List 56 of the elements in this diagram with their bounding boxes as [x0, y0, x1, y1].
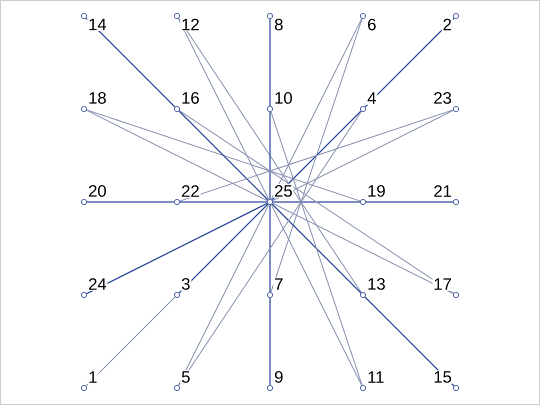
connector-line	[270, 18, 362, 200]
connector-line	[179, 109, 454, 202]
connector-line	[86, 18, 176, 108]
connector-line	[272, 204, 362, 294]
connector-line	[269, 112, 271, 199]
node-label: 7	[273, 278, 284, 291]
node-label: 15	[432, 370, 453, 384]
node-label: 18	[87, 91, 108, 105]
connector-line	[270, 111, 363, 386]
connector-line	[272, 202, 454, 294]
connector-line	[87, 201, 174, 203]
node-label: 6	[366, 18, 378, 32]
connector-line	[269, 19, 271, 106]
connector-line	[86, 110, 268, 202]
node-label: 13	[366, 277, 387, 291]
node-label: 1	[87, 370, 98, 384]
node-label: 25	[273, 184, 294, 198]
node-label: 21	[432, 184, 453, 198]
node-label: 9	[273, 370, 284, 384]
connector-line	[178, 204, 270, 386]
connector-line	[86, 296, 176, 386]
connector-line	[178, 18, 362, 293]
node-label: 2	[442, 18, 453, 32]
connector-line	[366, 201, 453, 203]
connector-line	[178, 18, 270, 200]
connector-line	[180, 201, 267, 203]
connector-line	[86, 109, 361, 202]
connector-line	[273, 201, 360, 203]
connector-line	[269, 298, 271, 385]
node-label: 20	[87, 184, 108, 198]
node-label: 10	[273, 91, 294, 105]
node-label: 3	[180, 277, 192, 291]
node-label: 14	[87, 18, 108, 32]
connector-line	[179, 110, 454, 294]
connector-line	[364, 18, 454, 108]
connector-line	[270, 18, 363, 293]
node-label: 19	[366, 184, 387, 198]
node-label: 11	[366, 370, 386, 384]
connector-line	[178, 204, 268, 294]
node-label: 16	[180, 91, 201, 105]
node-label: 23	[432, 91, 453, 105]
connector-line	[178, 110, 268, 200]
node-label: 22	[180, 184, 201, 198]
connector-line	[269, 205, 271, 292]
connector-line	[270, 204, 362, 386]
connector-line	[272, 110, 362, 200]
node-label: 17	[432, 278, 453, 291]
node-label: 5	[180, 370, 192, 384]
connector-line	[364, 296, 454, 386]
node-label: 8	[273, 18, 284, 32]
connector-line	[178, 111, 362, 386]
connector-line	[272, 110, 454, 202]
connector-line	[86, 202, 268, 294]
node-label: 12	[180, 18, 201, 32]
node-label: 4	[366, 92, 378, 105]
node-label: 24	[87, 277, 108, 291]
